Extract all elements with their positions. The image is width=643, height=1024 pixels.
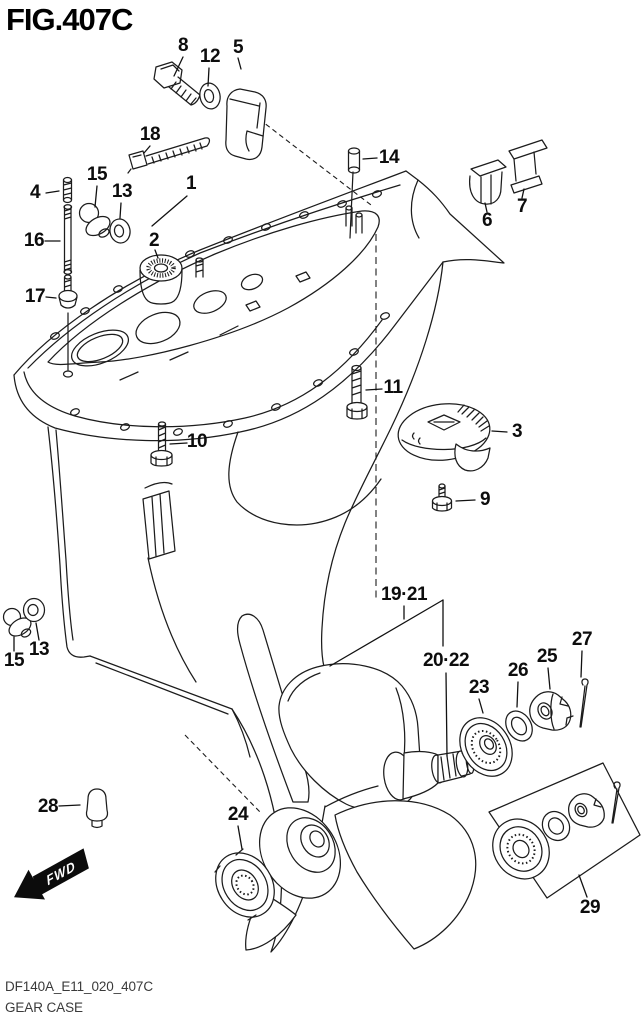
part-label-5: 5 <box>232 37 244 58</box>
part-label-2: 2 <box>148 230 160 251</box>
part-label-24: 24 <box>227 804 249 825</box>
part-label-7: 7 <box>516 196 528 217</box>
part-label-14: 14 <box>378 147 400 168</box>
part-label-29: 29 <box>579 897 601 918</box>
part-label-9: 9 <box>479 489 491 510</box>
part-label-12: 12 <box>199 46 221 67</box>
part-label-19-21: 19·21 <box>380 584 428 605</box>
part-label-17: 17 <box>24 286 46 307</box>
part-label-18: 18 <box>139 124 161 145</box>
part-label-3: 3 <box>511 421 523 442</box>
part-label-16: 16 <box>23 230 45 251</box>
part-label-26: 26 <box>507 660 529 681</box>
part-label-13-lower: 13 <box>28 639 50 660</box>
part-label-20-22: 20·22 <box>422 650 470 671</box>
part-label-6: 6 <box>481 210 493 231</box>
part-label-1: 1 <box>185 173 197 194</box>
drawing-title: GEAR CASE <box>5 999 83 1015</box>
part-label-4: 4 <box>29 182 41 203</box>
part-label-10: 10 <box>186 431 208 452</box>
drawing-code: DF140A_E11_020_407C <box>5 979 153 994</box>
part-label-25: 25 <box>536 646 558 667</box>
part-label-15-upper: 15 <box>86 164 108 185</box>
figure-title: FIG.407C <box>6 2 133 37</box>
fwd-label: FWD <box>44 857 78 888</box>
drawing-footer: DF140A_E11_020_407C GEAR CASE <box>5 977 153 1019</box>
part-label-27: 27 <box>571 629 593 650</box>
part-label-23: 23 <box>468 677 490 698</box>
part-label-15-lower: 15 <box>3 650 25 671</box>
part-label-13-upper: 13 <box>111 181 133 202</box>
part-label-11: 11 <box>383 377 403 398</box>
part-label-8: 8 <box>177 35 189 56</box>
part-label-28: 28 <box>37 796 59 817</box>
